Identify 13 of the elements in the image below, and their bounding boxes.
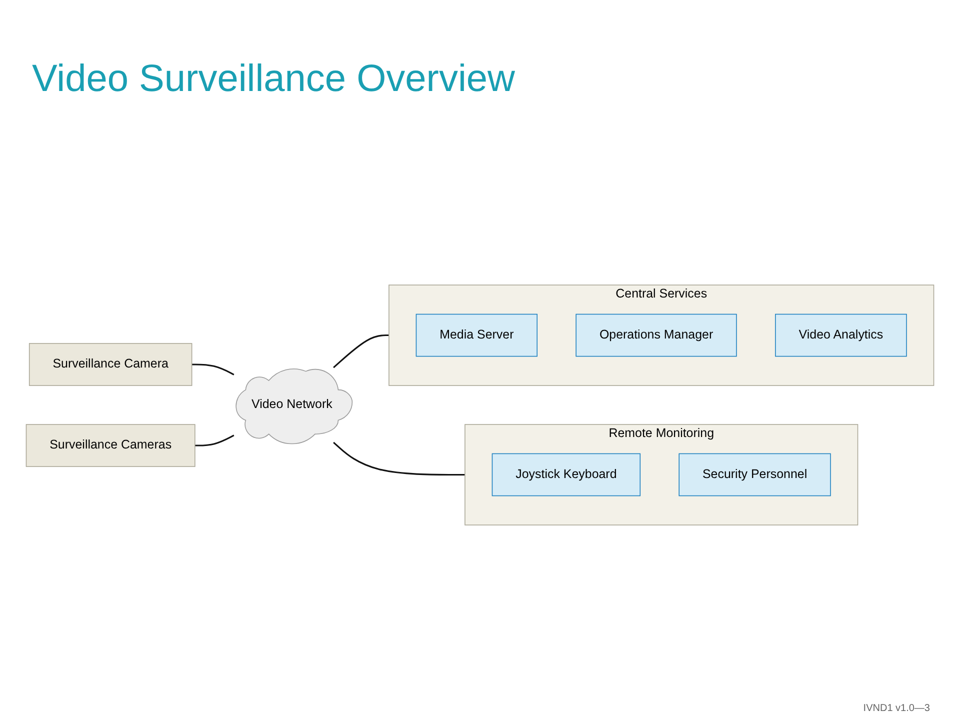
node-box: Surveillance Camera: [28, 343, 192, 386]
node-box: Security Personnel: [678, 453, 831, 496]
connector: [333, 442, 465, 476]
node-box: Joystick Keyboard: [492, 453, 641, 496]
node-box: Video Analytics: [775, 314, 907, 357]
slide-title: Video Surveillance Overview: [32, 58, 515, 101]
node-box: Operations Manager: [576, 314, 737, 357]
node-box: Surveillance Cameras: [26, 424, 196, 467]
connector: [194, 434, 234, 446]
slide-number: IVND1 v1.0—3: [863, 703, 930, 714]
connector: [192, 364, 234, 376]
node-box: Media Server: [416, 314, 538, 357]
connector: [333, 334, 389, 368]
